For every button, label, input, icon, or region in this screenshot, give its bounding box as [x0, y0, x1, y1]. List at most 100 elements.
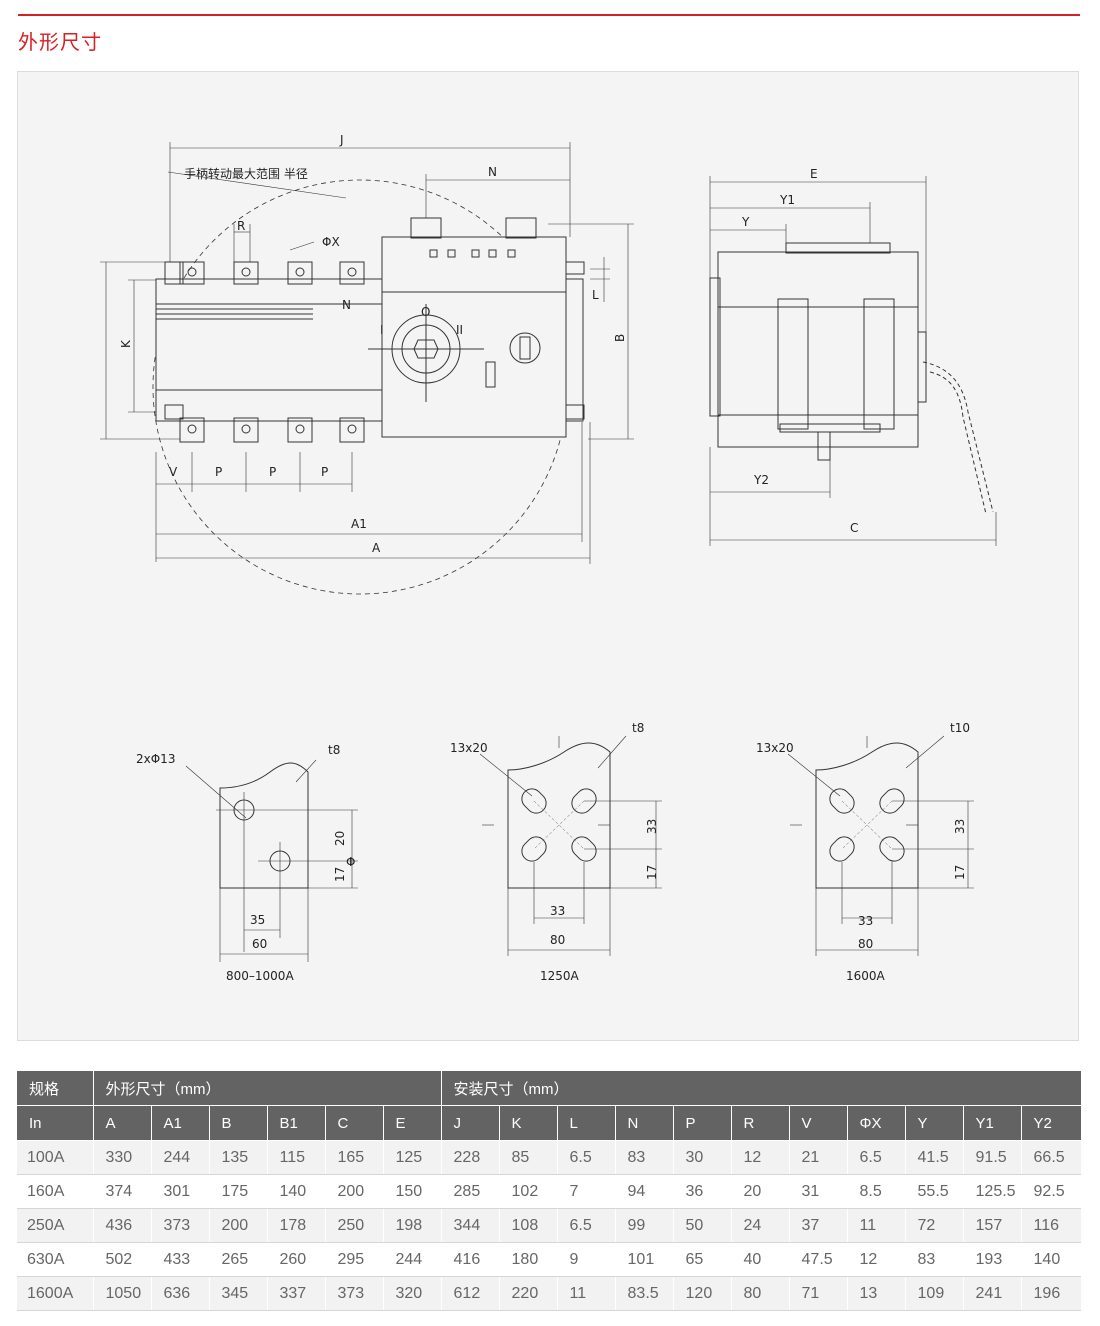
table-cell: 91.5	[963, 1140, 1022, 1175]
table-cell: 200	[209, 1208, 268, 1243]
table-cell: 150	[383, 1174, 442, 1209]
table-cell: 72	[905, 1208, 964, 1243]
table-cell: 11	[557, 1276, 616, 1311]
terminal-2-dim-b: 17	[645, 865, 659, 880]
position-two: II	[456, 323, 463, 337]
table-cell: 373	[151, 1208, 210, 1243]
table-cell: 241	[963, 1276, 1022, 1311]
dim-label-Y2: Y2	[753, 473, 769, 487]
table-cell: 12	[731, 1140, 790, 1175]
table-cell: 36	[673, 1174, 732, 1209]
table-cell: 1050	[93, 1276, 152, 1311]
table-cell: 285	[441, 1174, 500, 1209]
column-header: P	[673, 1105, 732, 1141]
terminal-3-dim-inner: 33	[858, 914, 873, 928]
table-cell: 250A	[17, 1208, 94, 1243]
table-cell: 416	[441, 1242, 500, 1277]
table-cell: 109	[905, 1276, 964, 1311]
group-header-row: 规格 外形尺寸（mm） 安装尺寸（mm）	[17, 1071, 1082, 1106]
table-cell: 180	[499, 1242, 558, 1277]
terminal-1-hole-label: 2xΦ13	[136, 752, 175, 766]
handle-range-note: 手柄转动最大范围 半径	[184, 166, 308, 181]
table-cell: 31	[789, 1174, 848, 1209]
table-cell: 66.5	[1021, 1140, 1082, 1175]
table-cell: 41.5	[905, 1140, 964, 1175]
dim-label-A1: A1	[351, 517, 367, 531]
table-cell: 21	[789, 1140, 848, 1175]
technical-drawing: J 手柄转动最大范围 半径 N R ΦX N I O II K B L V P …	[100, 133, 997, 983]
column-header: L	[557, 1105, 616, 1141]
table-cell: 94	[615, 1174, 674, 1209]
dim-label-phix: ΦX	[322, 235, 340, 249]
column-header: ΦX	[847, 1105, 906, 1141]
dim-label-J: J	[339, 133, 344, 147]
table-cell: 160A	[17, 1174, 94, 1209]
table-cell: 260	[267, 1242, 326, 1277]
terminal-1-caption: 800–1000A	[226, 969, 294, 983]
table-cell: 228	[441, 1140, 500, 1175]
table-cell: 120	[673, 1276, 732, 1311]
side-dimensions	[709, 176, 997, 546]
terminal-800-1000A	[185, 759, 358, 962]
table-cell: 40	[731, 1242, 790, 1277]
table-cell: 102	[499, 1174, 558, 1209]
front-view	[152, 179, 585, 595]
dim-label-B: B	[613, 334, 627, 342]
terminal-1-dim-b: 17	[333, 867, 347, 882]
terminal-2-dim-a: 33	[645, 819, 659, 834]
dim-label-V: V	[169, 465, 178, 479]
dim-label-C: C	[850, 521, 858, 535]
terminal-1-dim-outer: 60	[252, 937, 267, 951]
table-cell: 99	[615, 1208, 674, 1243]
table-cell: 100A	[17, 1140, 94, 1175]
terminal-1-phi: Φ	[346, 855, 355, 869]
dimension-drawing-panel: J 手柄转动最大范围 半径 N R ΦX N I O II K B L V P …	[17, 71, 1079, 1041]
table-cell: 330	[93, 1140, 152, 1175]
table-cell: 630A	[17, 1242, 94, 1277]
dim-label-Y: Y	[741, 215, 750, 229]
table-cell: 193	[963, 1242, 1022, 1277]
terminal-2-thickness: t8	[632, 721, 644, 735]
table-cell: 175	[209, 1174, 268, 1209]
table-cell: 436	[93, 1208, 152, 1243]
column-header: B	[209, 1105, 268, 1141]
terminal-2-dim-inner: 33	[550, 904, 565, 918]
terminal-3-dim-a: 33	[953, 819, 967, 834]
group-header-mount: 安装尺寸（mm）	[441, 1071, 1082, 1106]
table-cell: 101	[615, 1242, 674, 1277]
terminal-3-hole-label: 13x20	[756, 741, 794, 755]
column-header: A1	[151, 1105, 210, 1141]
group-header-spec: 规格	[17, 1071, 94, 1106]
table-cell: 83	[905, 1242, 964, 1277]
dim-label-R: R	[237, 219, 245, 233]
table-cell: 80	[731, 1276, 790, 1311]
table-cell: 373	[325, 1276, 384, 1311]
column-header: E	[383, 1105, 442, 1141]
table-cell: 337	[267, 1276, 326, 1311]
table-cell: 7	[557, 1174, 616, 1209]
dim-label-A: A	[372, 541, 381, 555]
dim-label-N: N	[488, 165, 497, 179]
position-one: I	[380, 323, 384, 337]
drawing-labels: J 手柄转动最大范围 半径 N R ΦX N I O II K B L V P …	[119, 133, 970, 983]
table-cell: 374	[93, 1174, 152, 1209]
terminal-2-hole-label: 13x20	[450, 741, 488, 755]
table-cell: 178	[267, 1208, 326, 1243]
section-title: 外形尺寸	[18, 30, 102, 54]
column-header: V	[789, 1105, 848, 1141]
table-cell: 13	[847, 1276, 906, 1311]
table-cell: 55.5	[905, 1174, 964, 1209]
dim-label-K: K	[119, 339, 133, 348]
table-cell: 200	[325, 1174, 384, 1209]
column-header: A	[93, 1105, 152, 1141]
terminal-3-thickness: t10	[950, 721, 970, 735]
terminal-1-thickness: t8	[328, 743, 340, 757]
table-cell: 250	[325, 1208, 384, 1243]
